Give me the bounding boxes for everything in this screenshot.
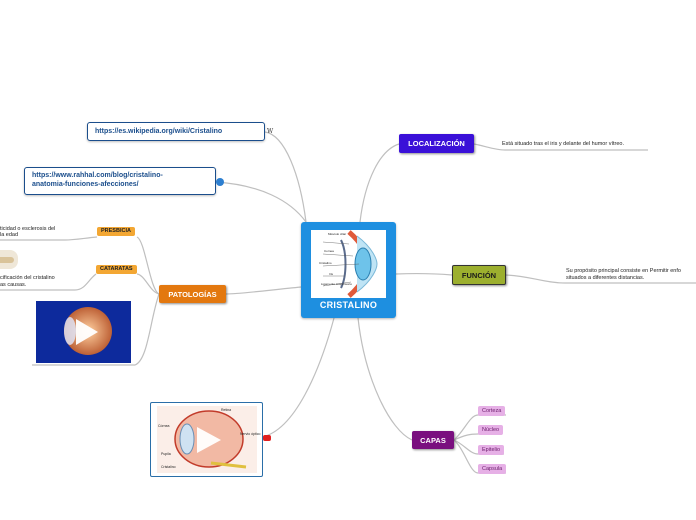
central-topic-cristalino[interactable]: Músculo ciliar Cornea Cristalino Iris Li…: [301, 222, 396, 318]
eye-anatomy-image-node[interactable]: Retina Córnea Nervio óptico Pupila Crist…: [150, 402, 263, 477]
globe-icon: [216, 178, 224, 186]
eye-label-retina: Retina: [221, 408, 232, 412]
link-rahhal-line2: anatomia-funciones-afecciones/: [32, 181, 139, 188]
funcion-desc-part1: Su propósito principal consiste en: [566, 268, 649, 274]
wikipedia-icon: W: [267, 128, 274, 135]
capa-nucleo[interactable]: Núcleo: [478, 425, 504, 435]
topic-patologias[interactable]: PATOLOGÍAS: [159, 285, 226, 303]
funcion-description-line2: situados a diferentes distancias.: [566, 275, 645, 281]
eye-anatomy-drawing: [157, 406, 257, 473]
label-ligamento: Ligamento suspensorio: [321, 282, 353, 286]
eye-label-nervio-optico: Nervio óptico: [240, 432, 261, 436]
play-icon[interactable]: [76, 319, 98, 345]
funcion-desc-part2: Permitir enfo: [649, 268, 681, 274]
cataratas-description-line1: cificación del cristalino: [0, 275, 55, 281]
label-cristalino: Cristalino: [319, 261, 332, 265]
youtube-icon: [263, 435, 271, 441]
funcion-description-line1: Su propósito principal consiste en Permi…: [566, 268, 681, 275]
eye-label-cornea: Córnea: [158, 424, 170, 428]
presbicia-description-line1: ticidad o esclerosis del: [0, 226, 56, 232]
presbicia-description-line2: la edad: [0, 232, 19, 238]
presbicia-thumbnail[interactable]: [0, 250, 18, 269]
topic-funcion[interactable]: FUNCIÓN: [452, 265, 506, 285]
link-rahhal[interactable]: https://www.rahhal.com/blog/cristalino- …: [24, 167, 216, 195]
lens-icon: [0, 257, 14, 263]
play-icon[interactable]: [197, 427, 221, 453]
localizacion-description: Está situado tras el iris y delante del …: [502, 141, 624, 147]
central-topic-title: CRISTALINO: [319, 300, 378, 310]
topic-capas[interactable]: CAPAS: [412, 431, 454, 449]
subtopic-cataratas[interactable]: CATARATAS: [96, 265, 137, 274]
subtopic-presbicia[interactable]: PRESBICIA: [97, 227, 135, 236]
capa-capsula[interactable]: Capsula: [478, 464, 507, 474]
cataratas-video-thumbnail[interactable]: [36, 301, 131, 363]
label-cornea: Cornea: [324, 249, 334, 253]
topic-localizacion[interactable]: LOCALIZACIÓN: [399, 134, 474, 153]
eye-label-pupila: Pupila: [161, 452, 171, 456]
eye-video-image: [36, 301, 131, 363]
eye-label-cristalino: Cristalino: [161, 465, 176, 469]
lens-anatomy-image: Músculo ciliar Cornea Cristalino Iris Li…: [311, 230, 386, 298]
eye-cross-section-drawing: [322, 230, 378, 298]
cataratas-description-line2: as causas.: [0, 282, 27, 288]
label-musculo-ciliar: Músculo ciliar: [328, 232, 347, 236]
label-iris: Iris: [329, 272, 333, 276]
link-rahhal-line1: https://www.rahhal.com/blog/cristalino-: [32, 172, 163, 179]
capa-epitelio[interactable]: Epitelio: [478, 445, 505, 455]
capa-corteza[interactable]: Corteza: [478, 406, 506, 416]
link-wikipedia[interactable]: https://es.wikipedia.org/wiki/Cristalino: [87, 122, 265, 141]
link-wikipedia-text: https://es.wikipedia.org/wiki/Cristalino: [95, 128, 223, 135]
